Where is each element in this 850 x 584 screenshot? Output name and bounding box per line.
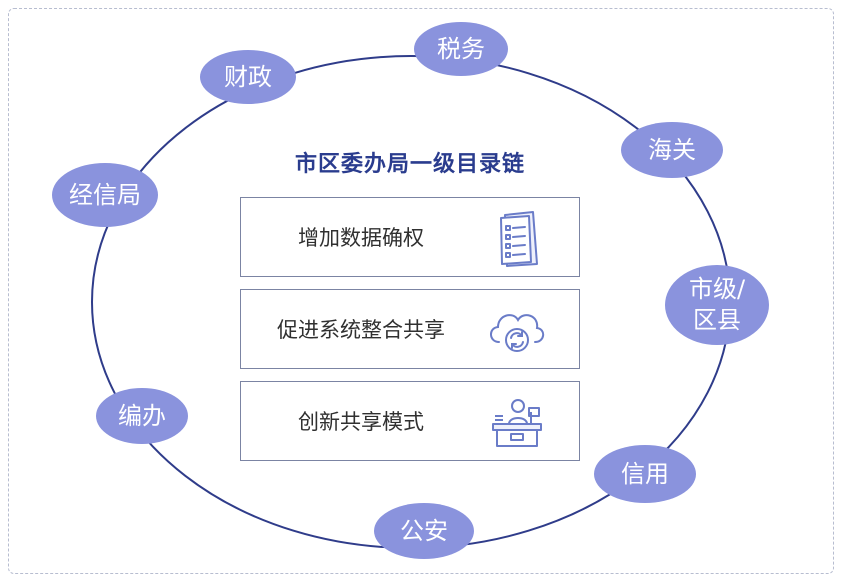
diagram-frame — [8, 8, 834, 574]
node-econ-info: 经信局 — [52, 163, 158, 227]
item-box-sharing-mode: 创新共享模式 — [240, 381, 580, 461]
node-city-county: 市级/ 区县 — [665, 265, 769, 345]
item-box-rights: 增加数据确权 — [240, 197, 580, 277]
service-desk-icon — [492, 399, 542, 447]
node-establishment: 编办 — [96, 388, 188, 444]
node-public-security: 公安 — [374, 503, 474, 559]
item-label: 增加数据确权 — [298, 226, 424, 250]
cloud-sync-icon — [490, 314, 545, 352]
diagram-title: 市区委办局一级目录链 — [294, 152, 525, 177]
item-box-integration: 促进系统整合共享 — [240, 289, 580, 369]
checklist-document-icon — [500, 211, 538, 267]
item-label: 创新共享模式 — [298, 410, 424, 434]
node-customs: 海关 — [621, 122, 723, 178]
node-credit: 信用 — [594, 445, 696, 503]
item-label: 促进系统整合共享 — [277, 318, 445, 342]
node-tax: 税务 — [414, 22, 508, 76]
node-finance: 财政 — [200, 50, 296, 104]
